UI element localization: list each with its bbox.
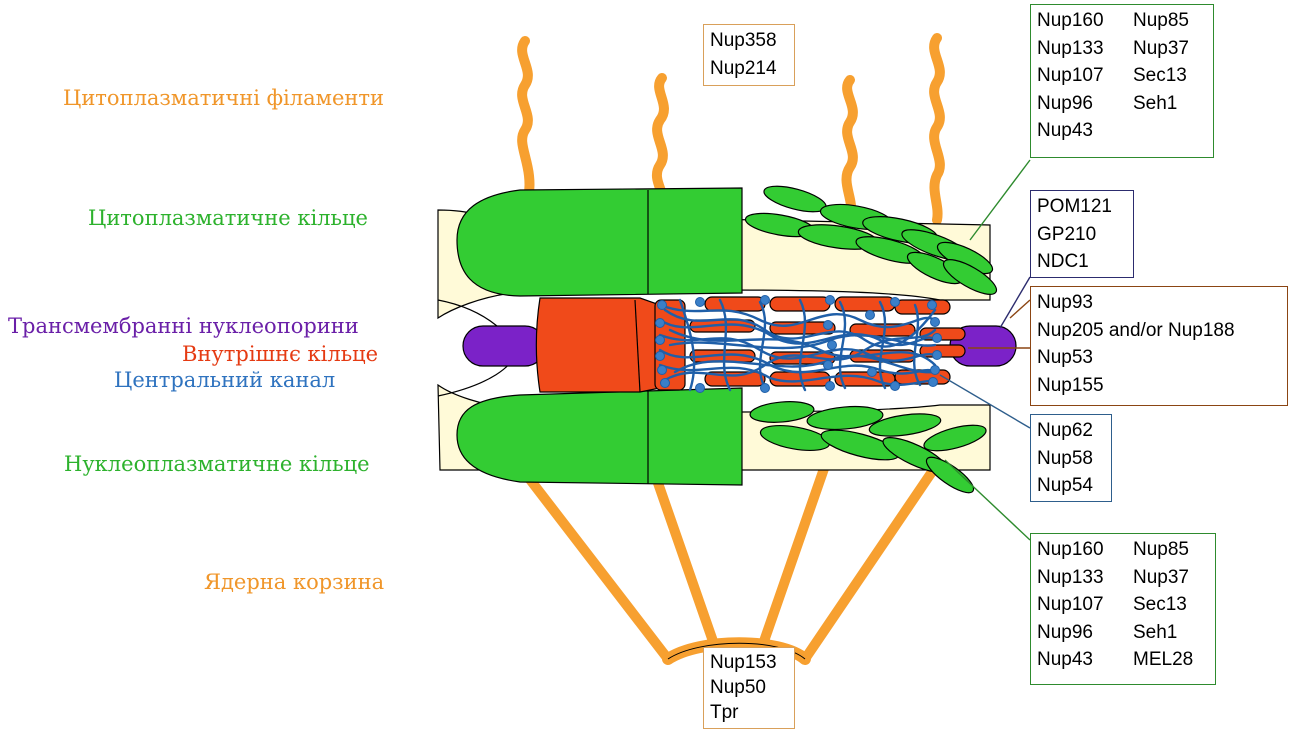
- filament: [657, 78, 664, 205]
- tm-left: [463, 326, 545, 366]
- protein-label: Sec13: [1133, 62, 1187, 90]
- box-central-channel-proteins: Nup62 Nup58 Nup54: [1030, 414, 1112, 502]
- leader-inner-ring: [1010, 300, 1030, 318]
- protein-label: Nup43: [1037, 117, 1133, 145]
- nuclear-basket: [515, 460, 940, 659]
- leader-cyto-ring: [970, 160, 1030, 240]
- protein-label: Nup54: [1037, 472, 1105, 500]
- protein-label: Nup160: [1037, 536, 1133, 564]
- protein-label: Nup214: [710, 55, 788, 83]
- protein-label: Nup93: [1037, 289, 1281, 317]
- protein-label: Nup155: [1037, 372, 1281, 400]
- protein-label: GP210: [1037, 221, 1127, 249]
- protein-label: Nup43: [1037, 646, 1133, 674]
- protein-label: Nup107: [1037, 591, 1133, 619]
- protein-label: Nup107: [1037, 62, 1133, 90]
- protein-label: Nup153: [710, 650, 788, 675]
- leader-transmembrane: [1000, 277, 1030, 328]
- legend-nucleoplasmic-ring: Нуклеоплазматичне кільце: [64, 452, 370, 476]
- basket-strand: [515, 460, 668, 659]
- legend-transmembrane: Трансмембранні нуклеопорини: [8, 314, 359, 338]
- protein-label: Seh1: [1133, 90, 1177, 118]
- basket-strand: [805, 460, 940, 659]
- inner-ring-left: [536, 298, 660, 392]
- protein-label: Nup133: [1037, 564, 1133, 592]
- protein-label: Nup37: [1133, 564, 1189, 592]
- protein-label: Seh1: [1133, 619, 1177, 647]
- protein-label: Tpr: [710, 700, 788, 725]
- protein-label: Nup58: [1037, 445, 1105, 473]
- nucleo-ring-main: [457, 388, 742, 485]
- protein-label: Nup160: [1037, 7, 1133, 35]
- box-basket-proteins: Nup153 Nup50 Tpr: [703, 647, 795, 729]
- box-transmembrane-proteins: POM121 GP210 NDC1: [1030, 190, 1134, 278]
- protein-label: Nup85: [1133, 536, 1189, 564]
- legend-cytoplasmic-ring: Цитоплазматичне кільце: [88, 206, 368, 230]
- protein-label: Nup205 and/or Nup188: [1037, 317, 1281, 345]
- protein-label: Nup85: [1133, 7, 1189, 35]
- legend-central-channel: Центральний канал: [114, 368, 335, 392]
- protein-label: Nup62: [1037, 417, 1105, 445]
- legend-nuclear-basket: Ядерна корзина: [204, 570, 384, 594]
- protein-label: Nup358: [710, 27, 788, 55]
- basket-strand: [650, 460, 715, 647]
- protein-label: Nup37: [1133, 35, 1189, 63]
- protein-label: MEL28: [1133, 646, 1193, 674]
- box-filament-proteins: Nup358 Nup214: [703, 24, 795, 86]
- box-inner-ring-proteins: Nup93 Nup205 and/or Nup188 Nup53 Nup155: [1030, 286, 1288, 406]
- protein-label: Sec13: [1133, 591, 1187, 619]
- protein-label: Nup53: [1037, 344, 1281, 372]
- protein-label: POM121: [1037, 193, 1127, 221]
- filament: [522, 41, 529, 200]
- basket-strand: [762, 460, 827, 647]
- protein-label: Nup96: [1037, 619, 1133, 647]
- protein-label: Nup133: [1037, 35, 1133, 63]
- legend-cytoplasmic-filaments: Цитоплазматичні філаменти: [63, 86, 384, 110]
- nucleoplasmic-ring: [457, 388, 988, 498]
- protein-label: NDC1: [1037, 248, 1127, 276]
- leader-nucleo-ring: [945, 460, 1030, 540]
- cyto-ring-main: [457, 188, 742, 296]
- filament: [934, 38, 940, 220]
- legend-inner-ring: Внутрішнє кільце: [182, 342, 378, 366]
- protein-label: Nup50: [710, 675, 788, 700]
- protein-row: Nup43: [1037, 117, 1207, 145]
- filament: [846, 80, 852, 215]
- protein-label: Nup96: [1037, 90, 1133, 118]
